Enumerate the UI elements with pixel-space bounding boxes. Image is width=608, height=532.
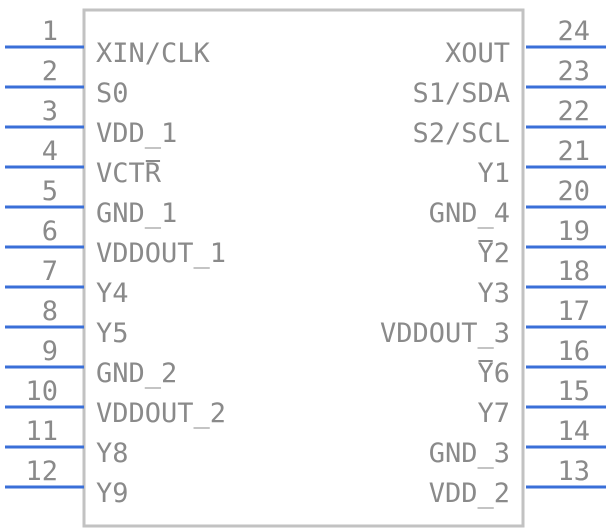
pin-name-y1: Y1 <box>477 158 510 189</box>
pin-name-vddout-2: VDDOUT_2 <box>96 398 226 429</box>
pin-number: 1 <box>42 16 58 47</box>
pin-number: 24 <box>557 16 590 47</box>
pin-7: 7Y4 <box>5 256 129 309</box>
pin-8: 8Y5 <box>5 296 129 349</box>
pin-number: 18 <box>557 256 590 287</box>
pin-name-y5: Y5 <box>96 318 129 349</box>
pin-name-vdd-1: VDD_1 <box>96 118 177 149</box>
pin-name-gnd-4: GND_4 <box>429 198 510 229</box>
pin-name-xin-clk: XIN/CLK <box>96 38 211 69</box>
pin-number: 17 <box>557 296 590 327</box>
pin-number: 8 <box>42 296 58 327</box>
pin-name-gnd-2: GND_2 <box>96 358 177 389</box>
pin-number: 16 <box>557 336 590 367</box>
pin-name-gnd-3: GND_3 <box>429 438 510 469</box>
pin-name-vddout-3: VDDOUT_3 <box>380 318 510 349</box>
pin-name-gnd-1: GND_1 <box>96 198 177 229</box>
pin-name-vdd-2: VDD_2 <box>429 478 510 509</box>
pin-number: 4 <box>42 136 58 167</box>
pin-number: 20 <box>557 176 590 207</box>
pin-number: 9 <box>42 336 58 367</box>
pin-number: 15 <box>557 376 590 407</box>
pin-name-vctr: VCTR <box>96 158 162 189</box>
pin-number: 2 <box>42 56 58 87</box>
pin-number: 10 <box>25 376 58 407</box>
pin-number: 5 <box>42 176 58 207</box>
pin-number: 22 <box>557 96 590 127</box>
pin-name-y7: Y7 <box>477 398 510 429</box>
left-pins: 1XIN/CLK2S03VDD_14VCTR5GND_16VDDOUT_17Y4… <box>5 16 226 509</box>
pin-number: 3 <box>42 96 58 127</box>
pin-name-y3: Y3 <box>477 278 510 309</box>
pin-2: 2S0 <box>5 56 129 109</box>
pin-number: 13 <box>557 456 590 487</box>
pin-name-s0: S0 <box>96 78 129 109</box>
pin-name-vddout-1: VDDOUT_1 <box>96 238 226 269</box>
pin-number: 6 <box>42 216 58 247</box>
pin-number: 11 <box>25 416 58 447</box>
pin-name-s1-sda: S1/SDA <box>412 78 510 109</box>
pin-number: 7 <box>42 256 58 287</box>
pin-name-xout: XOUT <box>445 38 510 69</box>
pin-number: 23 <box>557 56 590 87</box>
pin-number: 14 <box>557 416 590 447</box>
ic-body <box>82 8 525 528</box>
pin-name-s2-scl: S2/SCL <box>412 118 510 149</box>
pin-name-y8: Y8 <box>96 438 129 469</box>
pin-number: 19 <box>557 216 590 247</box>
pin-name-y6: Y6 <box>477 358 510 389</box>
pin-name-y2: Y2 <box>477 238 510 269</box>
right-pins: 24XOUT23S1/SDA22S2/SCL21Y120GND_419Y218Y… <box>380 16 606 509</box>
pin-name-y9: Y9 <box>96 478 129 509</box>
pin-number: 12 <box>25 456 58 487</box>
pin-name-y4: Y4 <box>96 278 129 309</box>
pin-number: 21 <box>557 136 590 167</box>
